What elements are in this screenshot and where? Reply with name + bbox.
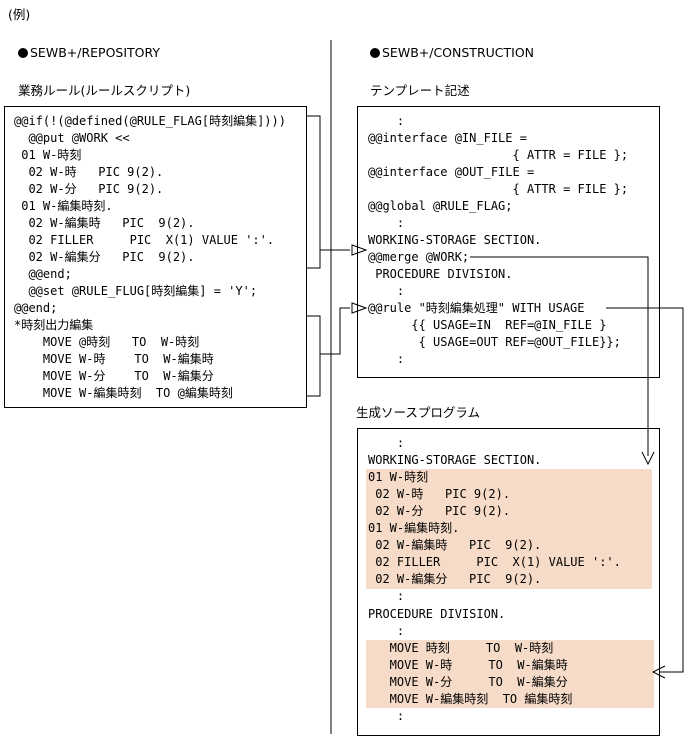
generated-line: 02 W-編集分 PIC 9(2). — [368, 572, 542, 586]
generated-line: : — [368, 624, 405, 638]
generated-heading: 生成ソースプログラム — [356, 405, 481, 420]
template-heading: テンプレート記述 — [370, 83, 470, 98]
rule-line: 01 W-編集時刻. — [14, 199, 113, 213]
rule-line: 02 W-編集分 PIC 9(2). — [14, 250, 195, 264]
generated-line: 01 W-編集時刻. — [368, 521, 460, 535]
generated-line: MOVE 時刻 TO W-時刻 — [368, 641, 554, 655]
example-label: (例) — [8, 7, 31, 22]
generated-line: PROCEDURE DIVISION. — [368, 607, 506, 621]
template-line: @@interface @OUT_FILE = — [368, 165, 535, 179]
generated-line: MOVE W-時 TO W-編集時 — [368, 658, 568, 672]
template-line: WORKING-STORAGE SECTION. — [368, 233, 542, 247]
merged-data-highlight — [366, 469, 652, 589]
generated-line: MOVE W-分 TO W-編集分 — [368, 675, 568, 689]
template-line: {{ USAGE=IN REF=@IN_FILE } — [368, 318, 607, 332]
template-line: @@interface @IN_FILE = — [368, 131, 527, 145]
rule-line: @@end; — [14, 267, 72, 281]
data-definition-bracket — [306, 115, 321, 269]
rule-arrow-line — [320, 307, 350, 355]
generated-line: WORKING-STORAGE SECTION. — [368, 453, 542, 467]
rule-line: MOVE W-時 TO W-編集時 — [14, 352, 214, 366]
bullet-icon — [370, 48, 380, 58]
template-line: @@rule "時刻編集処理" WITH USAGE — [368, 301, 585, 315]
business-rule-heading: 業務ルール(ルールスクリプト) — [18, 83, 191, 98]
template-box — [357, 106, 660, 378]
procedure-bracket — [306, 315, 321, 397]
arrow-right-icon — [351, 302, 368, 314]
rule-line: MOVE W-編集時刻 TO @編集時刻 — [14, 386, 233, 400]
arrow-down-icon — [641, 451, 655, 466]
generated-line: 02 W-分 PIC 9(2). — [368, 504, 511, 518]
arrow-right-icon — [351, 244, 368, 256]
arrow-left-icon — [651, 665, 666, 679]
rule-script-box — [4, 106, 307, 408]
generated-line: MOVE W-編集時刻 TO 編集時刻 — [368, 692, 573, 706]
generated-line: 02 W-時 PIC 9(2). — [368, 487, 511, 501]
rule-line: *時刻出力編集 — [14, 318, 94, 332]
left-tool-label: SEWB+/REPOSITORY — [30, 45, 161, 60]
rule-line: @@put @WORK << — [14, 131, 130, 145]
rule-line: MOVE @時刻 TO W-時刻 — [14, 335, 200, 349]
generated-line: : — [368, 589, 405, 603]
template-line: @@merge @WORK; — [368, 250, 470, 264]
template-line: { ATTR = FILE }; — [368, 182, 629, 196]
template-line: : — [368, 352, 405, 366]
bullet-icon — [18, 48, 28, 58]
rule-output-line — [606, 307, 684, 673]
merged-procedure-highlight — [366, 640, 654, 708]
template-line: : — [368, 284, 405, 298]
rule-line: 02 W-編集時 PIC 9(2). — [14, 216, 195, 230]
rule-line: 02 W-分 PIC 9(2). — [14, 182, 164, 196]
rule-line: @@set @RULE_FLUG[時刻編集] = 'Y'; — [14, 284, 258, 298]
template-line: : — [368, 216, 405, 230]
template-line: { ATTR = FILE }; — [368, 148, 629, 162]
generated-line: : — [368, 436, 405, 450]
generated-line: 02 FILLER PIC X(1) VALUE ':'. — [368, 555, 621, 569]
left-tool-heading: SEWB+/REPOSITORY — [18, 44, 160, 61]
right-tool-label: SEWB+/CONSTRUCTION — [382, 45, 535, 60]
rule-line: 02 FILLER PIC X(1) VALUE ':'. — [14, 233, 275, 247]
generated-source-box — [357, 428, 660, 736]
generated-line: 01 W-時刻 — [368, 470, 429, 484]
template-line: @@global @RULE_FLAG; — [368, 199, 513, 213]
rule-line: @@if(!(@defined(@RULE_FLAG[時刻編集]))) — [14, 114, 286, 128]
generated-line: : — [368, 709, 405, 723]
right-tool-heading: SEWB+/CONSTRUCTION — [370, 44, 534, 61]
generated-line: 02 W-編集時 PIC 9(2). — [368, 538, 542, 552]
template-line: PROCEDURE DIVISION. — [368, 267, 513, 281]
template-line: { USAGE=OUT REF=@OUT_FILE}}; — [368, 335, 621, 349]
rule-line: @@end; — [14, 301, 58, 315]
rule-line: 02 W-時 PIC 9(2). — [14, 165, 164, 179]
template-line: : — [368, 114, 405, 128]
merge-output-line — [470, 256, 649, 456]
rule-line: MOVE W-分 TO W-編集分 — [14, 369, 214, 383]
rule-line: 01 W-時刻 — [14, 148, 82, 162]
